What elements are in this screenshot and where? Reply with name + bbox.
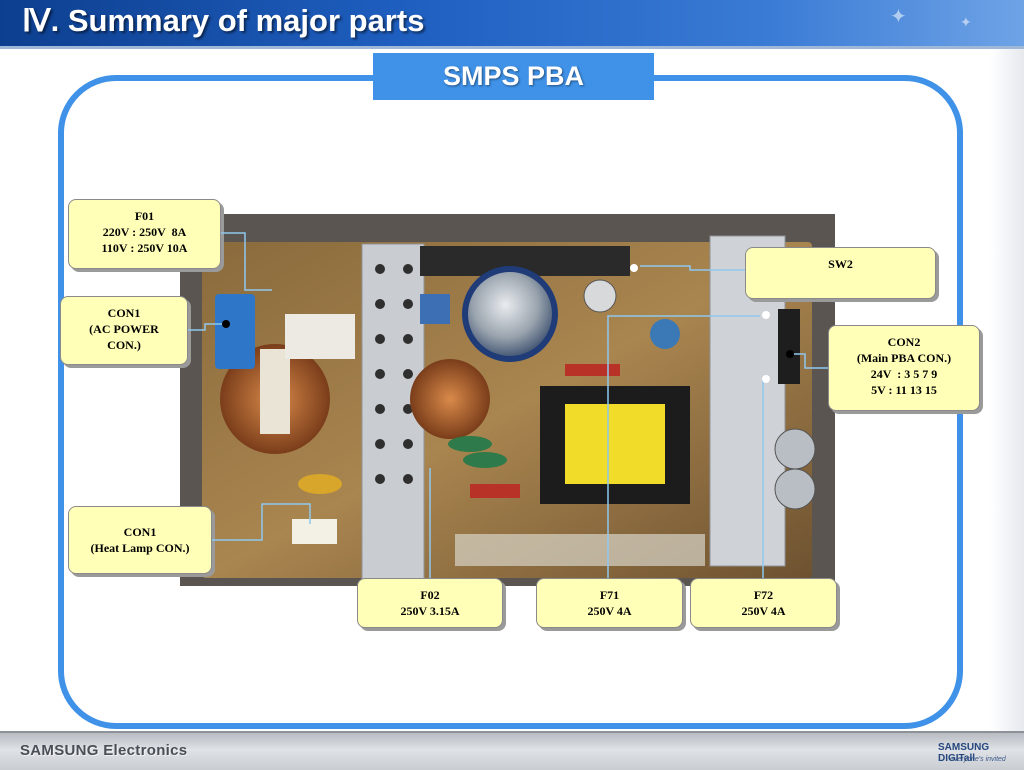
callout-f72: F72 250V 4A <box>690 578 837 628</box>
callout-con1-lamp-line2: (Heat Lamp CON.) <box>90 541 190 555</box>
callout-f01-line1: F01 <box>134 209 155 223</box>
callout-sw2: SW2 <box>745 247 936 299</box>
leader-con2 <box>791 353 828 369</box>
callout-con1-ac-line1: CON1 <box>107 306 141 320</box>
board-photo <box>180 214 835 586</box>
callout-f01-line2: 220V : 250V 8A <box>102 225 187 239</box>
pointer-dot <box>762 311 770 319</box>
callout-con1-ac-line2: (AC POWER <box>89 322 159 336</box>
callout-f01: F01 220V : 250V 8A 110V : 250V 10A <box>68 199 221 269</box>
leader-f71 <box>607 315 760 578</box>
callout-con2: CON2 (Main PBA CON.) 24V : 3 5 7 9 5V : … <box>828 325 980 411</box>
callout-con2-line3: 24V : 3 5 7 9 <box>870 367 938 381</box>
callout-f71-line1: F71 <box>599 588 620 602</box>
callout-f02-line1: F02 <box>420 588 440 602</box>
footer-logo: SAMSUNG DIGITall <box>938 742 990 764</box>
footer-bar <box>0 731 1024 770</box>
callout-con2-line1: CON2 <box>887 335 921 349</box>
callout-f72-line2: 250V 4A <box>741 604 786 618</box>
callout-con1-ac-line3: CON.) <box>107 338 141 352</box>
callout-f71: F71 250V 4A <box>536 578 683 628</box>
pointer-dot <box>762 375 770 383</box>
leader-con1-ac <box>188 323 224 331</box>
callout-f02: F02 250V 3.15A <box>357 578 503 628</box>
pointer-dot <box>222 320 230 328</box>
leader-sw2 <box>640 265 745 271</box>
callout-con1-lamp: CON1 (Heat Lamp CON.) <box>68 506 212 574</box>
callout-f71-line2: 250V 4A <box>587 604 632 618</box>
section-title: SMPS PBA <box>373 53 654 100</box>
sparkle-icon: ✦ <box>960 14 972 30</box>
footer-tagline: everyone's invited <box>950 756 1006 763</box>
pointer-dot <box>630 264 638 272</box>
callout-f72-line1: F72 <box>753 588 774 602</box>
board-illustration <box>180 214 835 586</box>
footer-brand: SAMSUNG Electronics <box>20 742 188 759</box>
leader-f01 <box>221 232 272 291</box>
header-bar <box>0 0 1024 46</box>
right-shade <box>990 49 1024 731</box>
header-divider <box>0 46 1024 49</box>
callout-con1-lamp-line1: CON1 <box>123 525 157 539</box>
sparkle-icon: ✦ <box>890 6 907 28</box>
callout-f02-line2: 250V 3.15A <box>400 604 460 618</box>
callout-con1-ac: CON1 (AC POWER CON.) <box>60 296 188 365</box>
callout-sw2-line1: SW2 <box>828 257 853 271</box>
callout-f01-line3: 110V : 250V 10A <box>101 241 188 255</box>
pointer-dot <box>786 350 794 358</box>
page-title: Ⅳ. Summary of major parts <box>22 3 425 38</box>
callout-con2-line2: (Main PBA CON.) <box>856 351 952 365</box>
callout-con2-line4: 5V : 11 13 15 <box>871 383 937 397</box>
leader-con1-lamp <box>212 503 311 541</box>
